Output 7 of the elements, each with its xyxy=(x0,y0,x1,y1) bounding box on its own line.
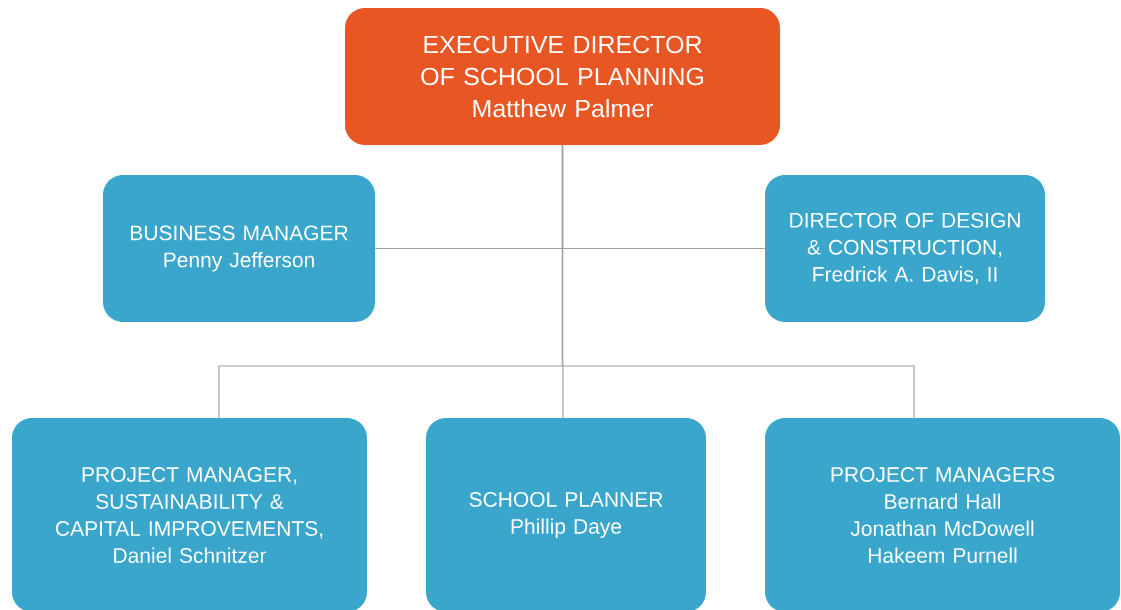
role-box: PROJECT MANAGERS Bernard Hall Jonathan McDowell Hakeem Purnell xyxy=(765,418,1120,610)
connector-line xyxy=(561,144,915,419)
exec-box: EXECUTIVE DIRECTOR OF SCHOOL PLANNING Matthew Palmer xyxy=(345,8,780,145)
role-box: BUSINESS MANAGER Penny Jefferson xyxy=(103,175,375,322)
role-box: DIRECTOR OF DESIGN & CONSTRUCTION, Fredrick A. Davis, II xyxy=(765,175,1045,322)
role-box: SCHOOL PLANNER Phillip Daye xyxy=(426,418,706,610)
role-box: PROJECT MANAGER, SUSTAINABILITY & CAPITAL IMPROVEMENTS, Daniel Schnitzer xyxy=(12,418,367,610)
